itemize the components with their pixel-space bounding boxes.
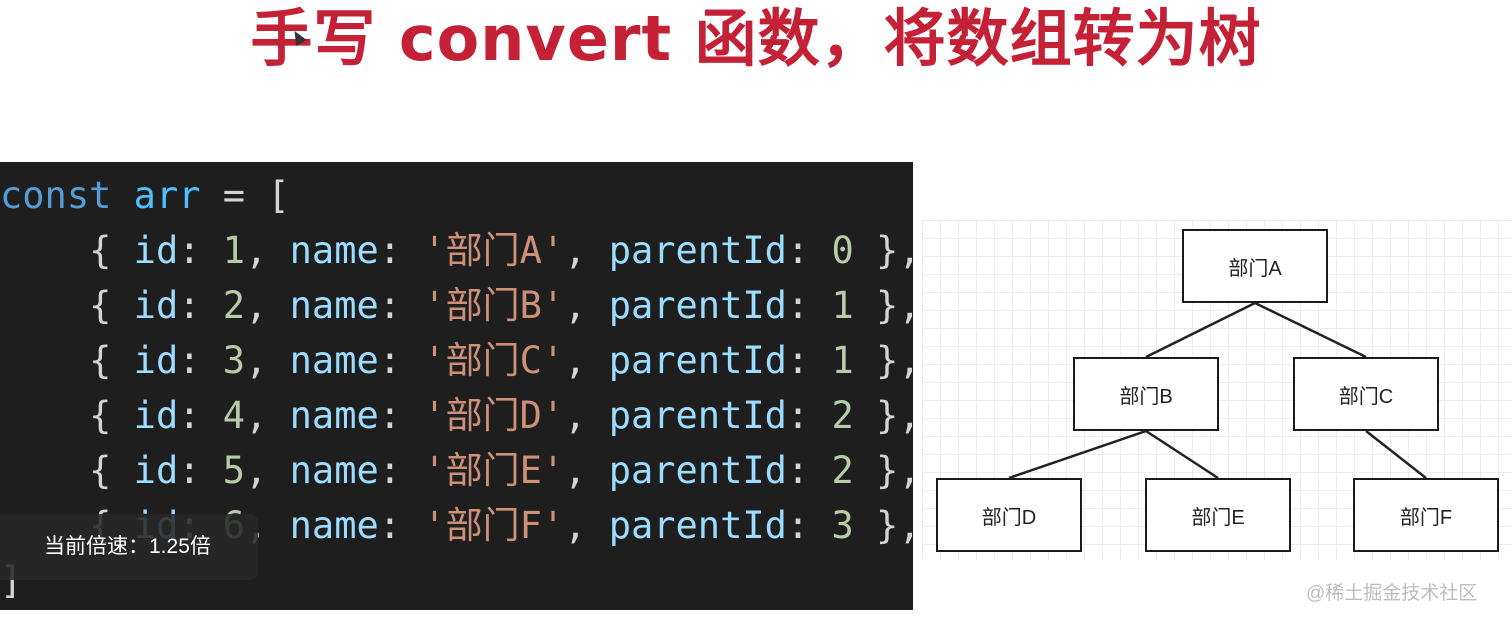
item-name: '部门F' bbox=[423, 504, 565, 547]
item-parent-id: 2 bbox=[831, 449, 854, 492]
edge-c-f bbox=[1365, 430, 1427, 479]
item-parent-id: 2 bbox=[831, 394, 854, 437]
item-id: 3 bbox=[222, 339, 246, 382]
variable-arr: arr bbox=[133, 174, 201, 217]
edge-a-b bbox=[1145, 301, 1256, 359]
page-title: 手写 convert 函数，将数组转为树 bbox=[250, 2, 1262, 75]
code-line-item: { id: 1, name: '部门A', parentId: 0 }, bbox=[89, 229, 913, 272]
item-name: '部门A' bbox=[423, 229, 565, 272]
item-id: 4 bbox=[222, 394, 246, 437]
item-id: 5 bbox=[222, 449, 246, 492]
item-id: 1 bbox=[222, 229, 246, 272]
tree-node-d: 部门D bbox=[936, 478, 1082, 552]
tree-node-c: 部门C bbox=[1293, 357, 1439, 431]
item-parent-id: 1 bbox=[831, 284, 854, 327]
tree-node-e: 部门E bbox=[1145, 478, 1291, 552]
edge-a-c bbox=[1254, 301, 1367, 359]
equals-sign: = bbox=[222, 174, 246, 217]
watermark: @稀土掘金技术社区 bbox=[1306, 583, 1478, 604]
code-line-item: { id: 4, name: '部门D', parentId: 2 }, bbox=[89, 394, 913, 437]
tree-node-b: 部门B bbox=[1073, 357, 1219, 431]
item-name: '部门E' bbox=[423, 449, 565, 492]
tree-node-a: 部门A bbox=[1182, 229, 1328, 303]
item-id: 2 bbox=[222, 284, 246, 327]
item-name: '部门B' bbox=[423, 284, 565, 327]
code-line-item: { id: 3, name: '部门C', parentId: 1 }, bbox=[89, 339, 913, 382]
playback-speed-badge: 当前倍速：1.25倍 bbox=[0, 514, 258, 580]
item-name: '部门D' bbox=[423, 394, 565, 437]
tree-node-f: 部门F bbox=[1353, 478, 1499, 552]
edge-b-e bbox=[1145, 429, 1219, 480]
item-parent-id: 1 bbox=[831, 339, 854, 382]
tree-edges bbox=[1008, 301, 1427, 480]
code-line-item: { id: 5, name: '部门E', parentId: 2 }, bbox=[89, 449, 913, 492]
edge-b-d bbox=[1008, 429, 1147, 480]
tree-diagram: 部门A 部门B 部门C 部门D 部门E 部门F bbox=[922, 220, 1512, 560]
open-bracket: [ bbox=[267, 174, 290, 217]
item-parent-id: 3 bbox=[831, 504, 854, 547]
item-name: '部门C' bbox=[423, 339, 565, 382]
code-line-declaration: const arr = [ bbox=[0, 168, 290, 223]
keyword-const: const bbox=[0, 174, 112, 217]
item-parent-id: 0 bbox=[831, 229, 854, 272]
code-line-item: { id: 2, name: '部门B', parentId: 1 }, bbox=[89, 284, 913, 327]
